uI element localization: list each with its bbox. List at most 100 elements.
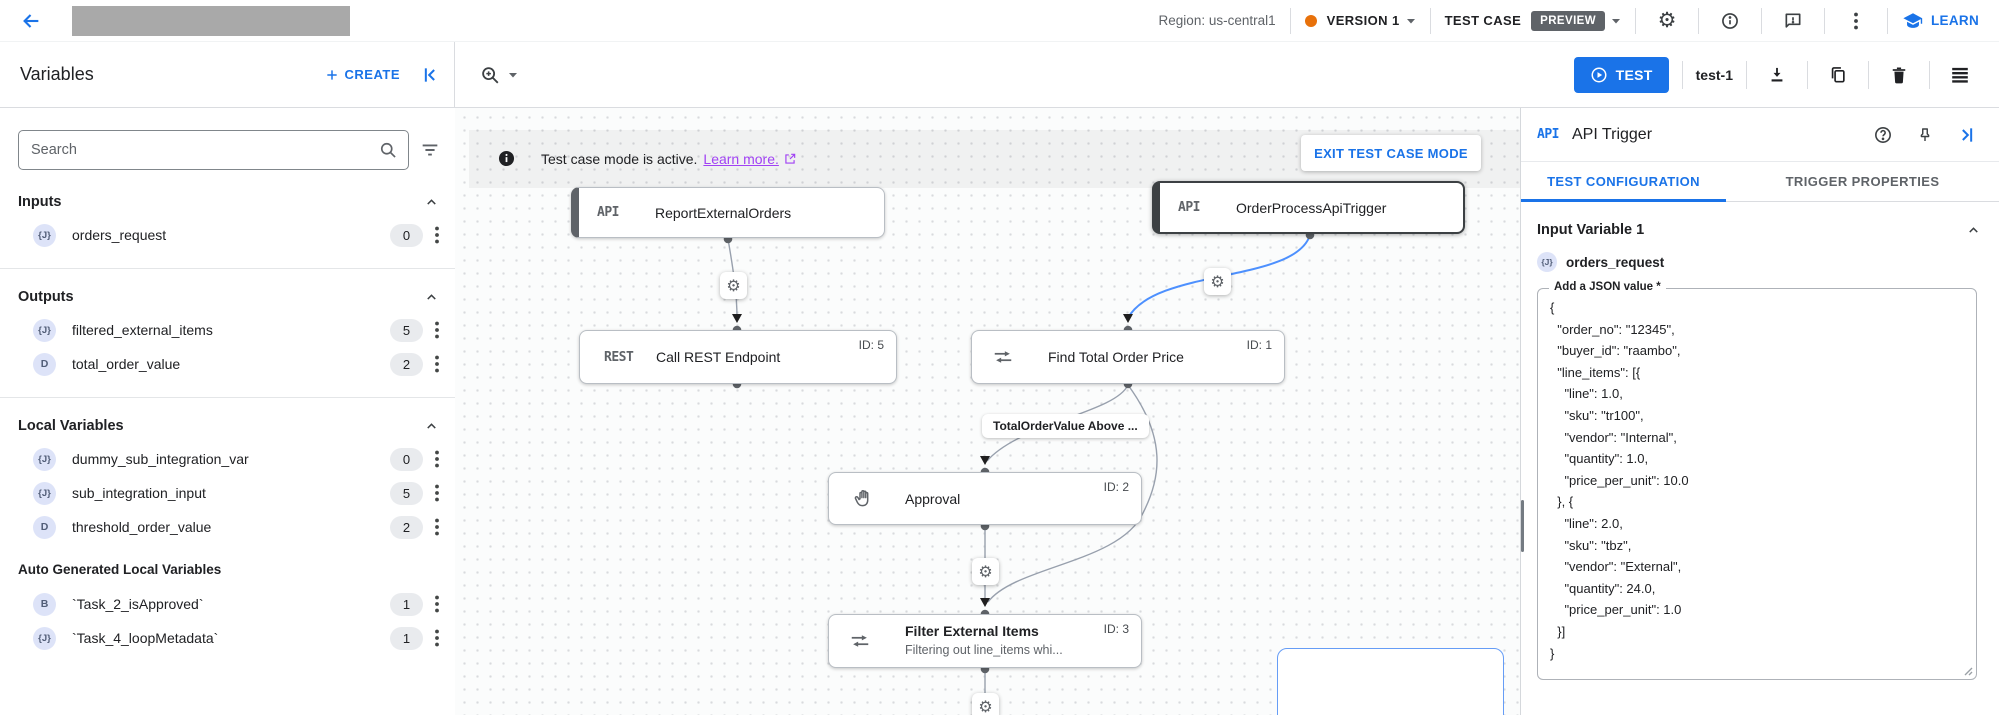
settings-button[interactable]: ⚙ [1650, 4, 1684, 38]
filter-list-button[interactable] [419, 139, 441, 161]
node-subtitle: Filtering out line_items whi... [905, 643, 1063, 657]
variable-row[interactable]: {J} `Task_4_loopMetadata` 1 [0, 621, 455, 655]
logs-menu-button[interactable] [1943, 58, 1977, 92]
version-dropdown[interactable]: VERSION 1 [1326, 13, 1400, 28]
test-button[interactable]: TEST [1573, 56, 1669, 93]
node-filter-external-items[interactable]: Filter External Items Filtering out line… [828, 614, 1142, 668]
test-controls: TEST test-1 [1573, 56, 1999, 93]
variables-sidebar: Inputs {J} orders_request 0 Outputs {J} … [0, 108, 455, 715]
usage-count-badge: 2 [390, 352, 423, 376]
tab-trigger-properties[interactable]: TRIGGER PROPERTIES [1785, 174, 1940, 189]
learn-more-link[interactable]: Learn more. [703, 151, 779, 167]
caret-down-icon[interactable] [1406, 16, 1416, 26]
overflow-menu-button[interactable] [433, 516, 441, 538]
edge-condition-label[interactable]: TotalOrderValue Above ... [982, 414, 1149, 438]
overflow-menu-button[interactable] [433, 319, 441, 341]
feedback-button[interactable] [1776, 4, 1810, 38]
gear-icon: ⚙ [1657, 8, 1677, 32]
menu-lines-icon [1952, 67, 1968, 83]
exit-test-case-mode-button[interactable]: EXIT TEST CASE MODE [1301, 135, 1481, 171]
chevron-up-icon [424, 290, 439, 305]
local-variables-section-header[interactable]: Local Variables [0, 408, 455, 442]
divider [1761, 7, 1762, 34]
boolean-type-icon: B [33, 592, 56, 616]
tab-test-configuration[interactable]: TEST CONFIGURATION [1521, 162, 1726, 202]
variable-name: total_order_value [72, 356, 181, 372]
usage-count-badge: 1 [390, 626, 423, 650]
variable-row[interactable]: B `Task_2_isApproved` 1 [0, 587, 455, 621]
divider [1681, 60, 1683, 89]
input-variable-section-header[interactable]: Input Variable 1 [1521, 202, 1999, 250]
auto-generated-variables-header: Auto Generated Local Variables [18, 562, 222, 577]
json-type-icon: {J} [33, 626, 56, 650]
arrow-left-icon [23, 13, 39, 28]
delete-button[interactable] [1882, 58, 1916, 92]
edge-config-gear[interactable]: ⚙ [1204, 268, 1231, 295]
node-approval[interactable]: Approval ID: 2 [828, 472, 1142, 525]
variable-name: dummy_sub_integration_var [72, 451, 249, 467]
node-call-rest-endpoint[interactable]: REST Call REST Endpoint ID: 5 [579, 330, 897, 384]
overflow-menu-button[interactable] [433, 593, 441, 615]
variables-title: Variables [20, 64, 94, 84]
search-input[interactable] [31, 142, 378, 158]
overflow-menu-button[interactable] [433, 448, 441, 470]
node-report-external-orders[interactable]: API ReportExternalOrders [571, 187, 885, 238]
overflow-menu-button[interactable] [433, 482, 441, 504]
variable-row[interactable]: {J} dummy_sub_integration_var 0 [0, 442, 455, 476]
divider [0, 397, 455, 398]
help-button[interactable] [1867, 119, 1899, 151]
divider [1429, 7, 1431, 34]
feedback-icon [1785, 13, 1801, 28]
node-id-label: ID: 5 [858, 338, 884, 352]
learn-link[interactable]: LEARN [1902, 10, 1979, 32]
section-title: Outputs [18, 289, 74, 305]
download-button[interactable] [1760, 58, 1794, 92]
collapse-sidebar-button[interactable] [420, 65, 440, 85]
inputs-section-header[interactable]: Inputs [0, 184, 455, 218]
api-trigger-glyph: API [1178, 200, 1200, 215]
canvas-annotation-box[interactable] [1277, 648, 1504, 715]
create-variable-button[interactable]: CREATE [324, 67, 400, 83]
outputs-section-header[interactable]: Outputs [0, 279, 455, 313]
resize-handle[interactable] [1962, 665, 1973, 676]
usage-count-badge: 2 [390, 515, 423, 539]
test-case-name: test-1 [1695, 66, 1733, 83]
more-options-button[interactable] [1839, 4, 1873, 38]
json-value-textarea[interactable]: { "order_no": "12345", "buyer_id": "raam… [1538, 289, 1976, 679]
overflow-menu-button[interactable] [433, 353, 441, 375]
integration-toolbar: Variables CREATE TEST test-1 [0, 42, 1999, 108]
panel-scrollbar[interactable] [1521, 500, 1524, 552]
node-find-total-order-price[interactable]: Find Total Order Price ID: 1 [971, 330, 1285, 384]
edge-config-gear[interactable]: ⚙ [972, 558, 999, 585]
chevron-up-icon [424, 419, 439, 434]
plus-icon [326, 69, 337, 80]
node-order-process-api-trigger[interactable]: API OrderProcessApiTrigger [1152, 181, 1465, 234]
section-title: Input Variable 1 [1537, 222, 1645, 238]
zoom-control[interactable] [479, 64, 518, 86]
copy-icon [1831, 66, 1845, 82]
pin-button[interactable] [1909, 119, 1941, 151]
version-status-dot [1304, 14, 1317, 27]
overflow-menu-button[interactable] [433, 224, 441, 246]
data-mapping-icon [849, 630, 871, 652]
variable-row[interactable]: D threshold_order_value 2 [0, 510, 455, 544]
edge-config-gear[interactable]: ⚙ [972, 693, 999, 715]
variable-row[interactable]: D total_order_value 2 [0, 347, 455, 381]
edge-config-gear[interactable]: ⚙ [720, 272, 747, 299]
copy-button[interactable] [1821, 58, 1855, 92]
api-trigger-glyph: API [1537, 127, 1559, 142]
variable-row[interactable]: {J} filtered_external_items 5 [0, 313, 455, 347]
back-button[interactable] [14, 4, 48, 38]
test-case-label: TEST CASE [1444, 13, 1522, 28]
caret-down-icon[interactable] [1611, 16, 1621, 26]
section-title: Inputs [18, 194, 62, 210]
flow-canvas[interactable]: Test case mode is active.Learn more. EXI… [455, 108, 1520, 715]
divider [1868, 60, 1869, 89]
info-button[interactable] [1713, 4, 1747, 38]
overflow-menu-button[interactable] [433, 627, 441, 649]
variable-row[interactable]: {J} orders_request 0 [0, 218, 455, 252]
collapse-panel-button[interactable] [1951, 119, 1983, 151]
usage-count-badge: 5 [390, 481, 423, 505]
variable-row[interactable]: {J} sub_integration_input 5 [0, 476, 455, 510]
